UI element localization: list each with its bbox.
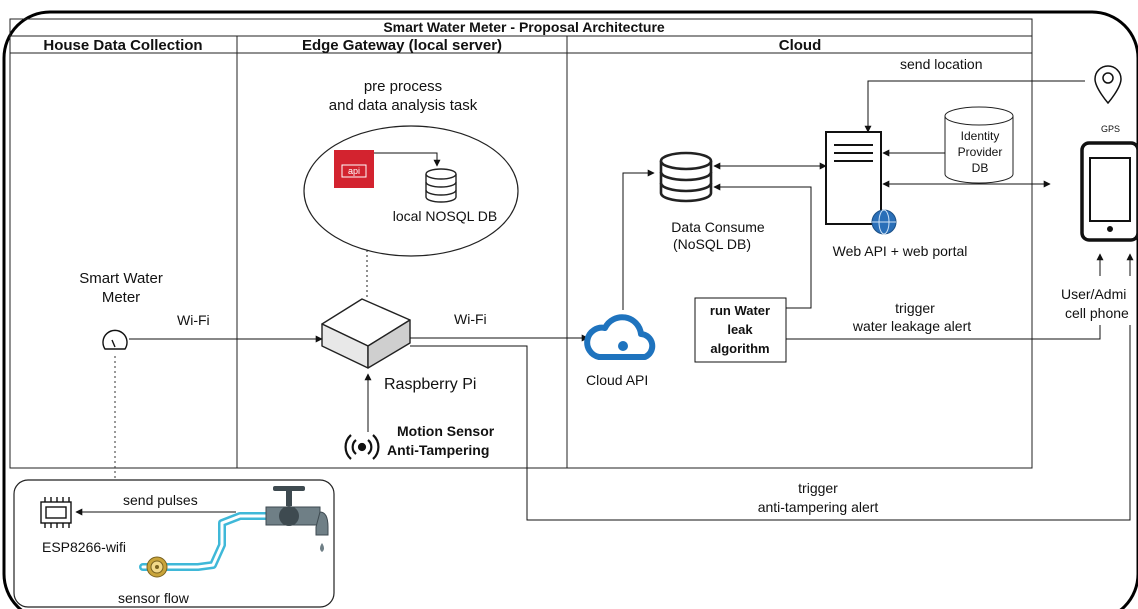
raspberry-pi-icon (321, 298, 411, 369)
api-badge-text: api (348, 166, 360, 176)
sensor-box (13, 479, 335, 608)
esp8266-chip-icon (40, 497, 72, 528)
phone-icon (1080, 141, 1138, 242)
outer-frame (2, 10, 1138, 609)
processing-ellipse (303, 125, 519, 257)
wifi-label-cloud: Wi-Fi (454, 311, 487, 327)
flow-sensor-icon (146, 556, 168, 578)
web-server-icon (825, 131, 882, 225)
gps-icon (1094, 65, 1122, 105)
faucet-valve-icon (265, 486, 329, 552)
send-pulses-label: send pulses (123, 492, 198, 508)
algorithm-label-line3: algorithm (710, 341, 769, 356)
sensor-flow-label: sensor flow (118, 590, 190, 606)
architecture-table (9, 18, 1033, 469)
globe-icon (871, 209, 897, 235)
trigger2-label-line2: anti-tampering alert (758, 499, 879, 515)
pi-to-phone-tamper-alert-line (410, 325, 1131, 521)
meter-label-line2: Meter (102, 289, 140, 306)
cloud-api-label: Cloud API (586, 372, 648, 388)
column-header-cloud: Cloud (779, 37, 822, 54)
trigger1-label-line1: trigger (895, 300, 935, 316)
idp-label-line3: DB (972, 161, 989, 175)
algorithm-label-line2: leak (727, 322, 753, 337)
data-consume-label-line2: (NoSQL DB) (673, 236, 751, 252)
send-location-label: send location (900, 56, 983, 72)
raspberry-pi-label: Raspberry Pi (384, 376, 476, 393)
diagram-title: Smart Water Meter - Proposal Architectur… (383, 19, 665, 35)
api-to-db-arrow (374, 152, 441, 167)
idp-label-line2: Provider (958, 145, 1003, 159)
api-icon (334, 150, 374, 188)
phone-label-line1: User/Admi (1061, 286, 1126, 302)
task-label-line2: and data analysis task (329, 97, 478, 114)
gps-label: GPS (1101, 124, 1120, 134)
local-db-label: local NOSQL DB (393, 208, 498, 224)
trigger1-label-line2: water leakage alert (852, 318, 971, 334)
motion-sensor-icon (344, 434, 380, 460)
motion-sensor-label-line1: Motion Sensor (397, 423, 495, 439)
esp8266-label: ESP8266-wifi (42, 539, 126, 555)
wifi-label-house: Wi-Fi (177, 312, 210, 328)
trigger2-label-line1: trigger (798, 480, 838, 496)
motion-sensor-label-line2: Anti-Tampering (387, 442, 489, 458)
data-consume-label-line1: Data Consume (671, 219, 765, 235)
cloud-to-consume-arrow (622, 169, 655, 310)
idp-label-line1: Identity (961, 129, 1000, 143)
data-consume-db-icon (659, 151, 713, 203)
gauge-icon (102, 329, 128, 350)
algorithm-box (694, 297, 787, 363)
water-pipe-icon (139, 512, 272, 571)
local-db-icon (425, 168, 457, 203)
task-label-line1: pre process (364, 78, 442, 95)
algorithm-label-line1: run Water (710, 303, 770, 318)
algo-to-phone-alert-line (786, 325, 1101, 340)
phone-label-line2: cell phone (1065, 305, 1129, 321)
meter-label-line1: Smart Water (79, 270, 163, 287)
cloud-api-icon (584, 314, 656, 360)
column-header-edge: Edge Gateway (local server) (302, 37, 502, 54)
identity-provider-db-icon (944, 106, 1014, 184)
column-header-house: House Data Collection (43, 37, 202, 54)
gps-to-webapi-arrow (864, 80, 1085, 133)
web-api-label: Web API + web portal (833, 243, 968, 259)
